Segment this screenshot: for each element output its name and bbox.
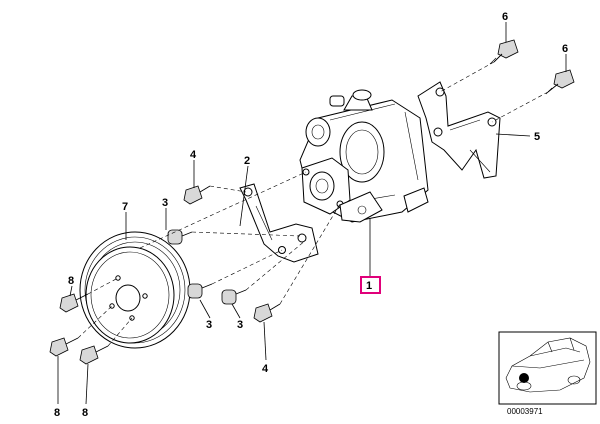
bolt-3-lower-left	[187, 283, 213, 299]
assembly-lines	[77, 61, 549, 347]
leader-lines	[57, 22, 567, 405]
callout-8-left: 8	[54, 407, 60, 419]
callout-4-upper: 4	[190, 149, 197, 161]
inset-frame	[498, 331, 597, 405]
bolt-8-top	[59, 293, 89, 313]
bolt-8-left	[49, 337, 79, 357]
bolt-3-upper	[167, 229, 193, 245]
callout-3-lower-left: 3	[206, 319, 212, 331]
callout-3-lower-right: 3	[237, 319, 243, 331]
callout-8-right: 8	[82, 407, 88, 419]
bolt-6-upper	[489, 39, 519, 65]
car-silhouette-icon	[505, 337, 591, 393]
vehicle-inset: 00003971	[498, 331, 597, 416]
rear-bracket	[417, 81, 501, 179]
callouts: 1 2 3 3 3 4 4 5 6 6 7 8 8 8	[54, 11, 568, 419]
callout-6-lower: 6	[562, 43, 568, 55]
bolt-3-lower-right	[221, 289, 247, 305]
callout-1-highlight-box	[360, 276, 381, 294]
callout-7: 7	[122, 201, 128, 213]
callout-4-lower: 4	[262, 363, 269, 375]
pulley	[79, 231, 191, 349]
bolt-4-lower	[253, 303, 281, 323]
callout-2: 2	[244, 155, 250, 167]
bolt-6-lower	[545, 69, 575, 95]
callout-3-upper: 3	[162, 197, 168, 209]
bolt-4-upper	[183, 185, 211, 205]
bolt-8-right	[79, 345, 109, 365]
callout-8-top: 8	[68, 275, 74, 287]
power-steering-pump	[299, 89, 429, 223]
inset-location-marker	[519, 373, 529, 383]
inset-diagram-code: 00003971	[507, 407, 543, 416]
callout-5: 5	[534, 131, 540, 143]
callout-1: 1	[366, 280, 372, 292]
callout-6-upper: 6	[502, 11, 508, 23]
